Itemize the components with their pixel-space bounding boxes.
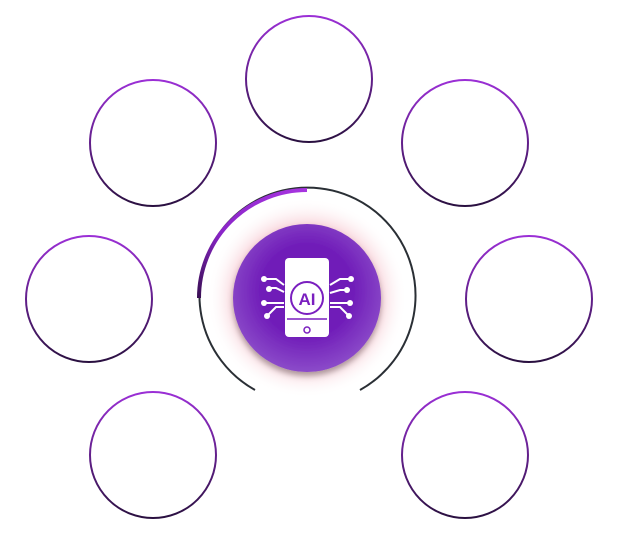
node-right <box>465 235 593 363</box>
node-top-right <box>401 79 529 207</box>
node-bottom-left <box>89 391 217 519</box>
node-top <box>245 15 373 143</box>
node-left <box>25 235 153 363</box>
node-bottom-right <box>401 391 529 519</box>
outer-ring <box>198 186 417 391</box>
ai-smartphone-icon: AI <box>261 258 354 337</box>
node-top-left <box>89 79 217 207</box>
progress-arc <box>197 188 308 299</box>
ai-label: AI <box>299 290 316 309</box>
